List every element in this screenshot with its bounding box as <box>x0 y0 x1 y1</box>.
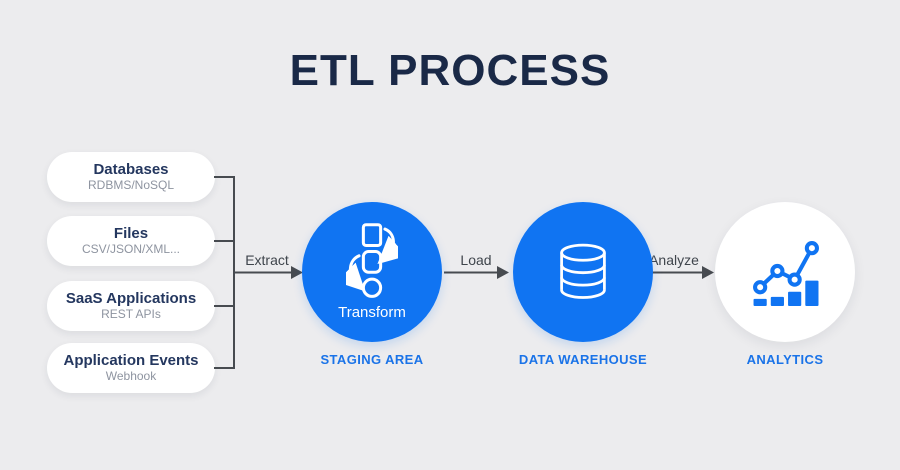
source-detail: RDBMS/NoSQL <box>87 178 175 193</box>
staging-area-label: STAGING AREA <box>320 352 424 367</box>
source-pill-files: Files CSV/JSON/XML... <box>47 216 215 266</box>
source-name: Databases <box>93 160 169 178</box>
transform-circle-text: Transform <box>338 304 406 321</box>
staging-area-circle: Transform <box>302 202 442 342</box>
transform-icon <box>346 223 398 298</box>
data-warehouse-circle <box>513 202 653 342</box>
source-detail: REST APIs <box>101 307 161 322</box>
load-arrow-label: Load <box>460 252 492 268</box>
source-pill-databases: Databases RDBMS/NoSQL <box>47 152 215 202</box>
analytics-circle <box>715 202 855 342</box>
source-pill-application-events: Application Events Webhook <box>47 343 215 393</box>
source-name: Files <box>113 224 149 242</box>
analyze-arrow-label: Analyze <box>649 252 699 268</box>
extract-arrow-label: Extract <box>245 252 289 268</box>
analytics-label: ANALYTICS <box>746 352 824 367</box>
page-title: ETL PROCESS <box>289 46 611 95</box>
source-detail: CSV/JSON/XML... <box>81 242 181 257</box>
source-pill-saas-applications: SaaS Applications REST APIs <box>47 281 215 331</box>
database-icon <box>560 243 606 299</box>
data-warehouse-label: DATA WAREHOUSE <box>518 352 648 367</box>
source-name: SaaS Applications <box>65 289 197 307</box>
bar-line-chart-icon <box>753 241 819 306</box>
source-detail: Webhook <box>105 369 157 384</box>
source-name: Application Events <box>63 351 199 369</box>
